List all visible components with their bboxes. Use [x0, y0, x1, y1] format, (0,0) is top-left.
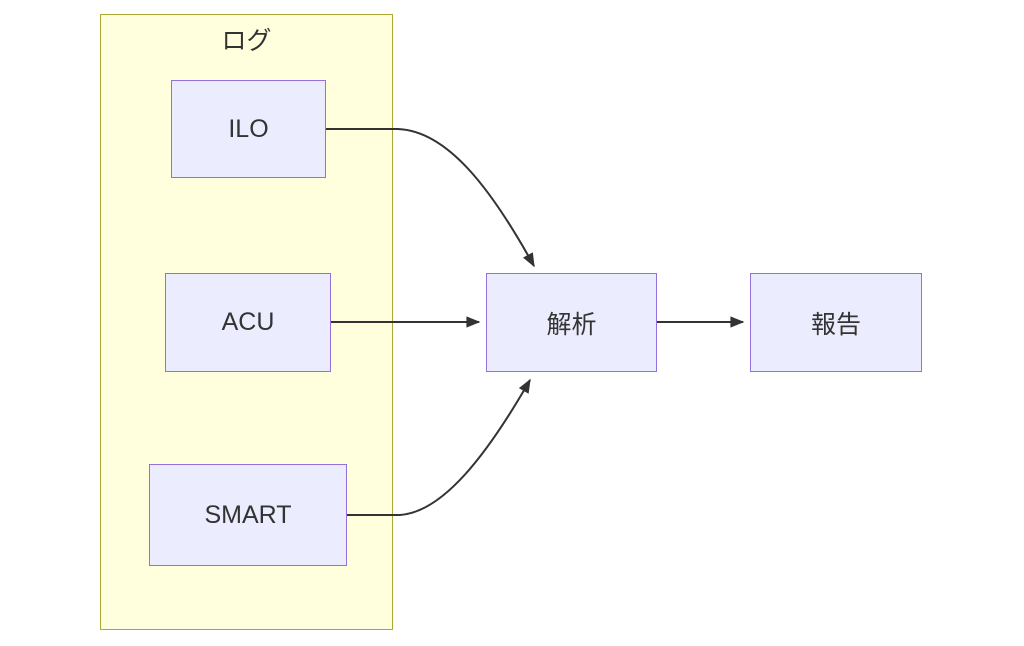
- node-ilo: ILO: [171, 80, 326, 178]
- node-ilo-label: ILO: [228, 114, 269, 143]
- node-acu: ACU: [165, 273, 331, 372]
- node-smart: SMART: [149, 464, 347, 566]
- node-analysis-label: 解析: [546, 310, 597, 339]
- cluster-log-title: ログ: [221, 27, 272, 55]
- node-report: 報告: [750, 273, 922, 372]
- node-analysis: 解析: [486, 273, 657, 372]
- node-smart-label: SMART: [204, 500, 292, 529]
- node-acu-label: ACU: [221, 308, 275, 336]
- node-report-label: 報告: [810, 310, 861, 339]
